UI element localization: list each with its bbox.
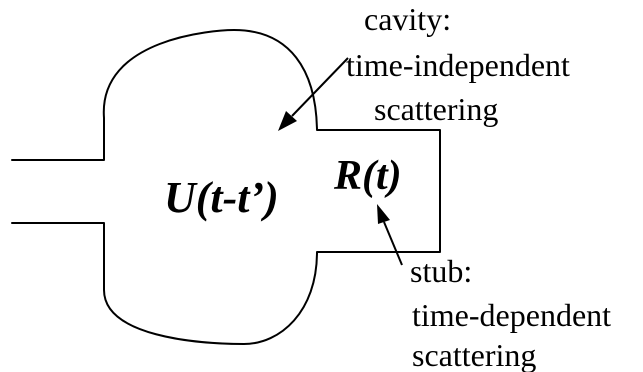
stub-arrow bbox=[377, 204, 403, 266]
stub-annotation: stub: time-dependent scattering bbox=[410, 253, 611, 372]
cavity-annotation-line-1: cavity: bbox=[364, 1, 451, 37]
cavity-annotation-line-2: time-independent bbox=[346, 47, 570, 83]
cavity-annotation: cavity: time-independent scattering bbox=[346, 1, 570, 127]
stub-annotation-line-2: time-dependent bbox=[412, 297, 611, 333]
stub-annotation-line-3: scattering bbox=[412, 337, 536, 372]
cavity-propagator-label: U(t-t’) bbox=[164, 173, 279, 222]
stub-reflection-label: R(t) bbox=[333, 153, 402, 199]
cavity-annotation-line-3: scattering bbox=[374, 91, 498, 127]
cavity-outline bbox=[11, 29, 441, 345]
stub-annotation-line-1: stub: bbox=[410, 253, 472, 289]
cavity-arrow bbox=[278, 57, 349, 131]
